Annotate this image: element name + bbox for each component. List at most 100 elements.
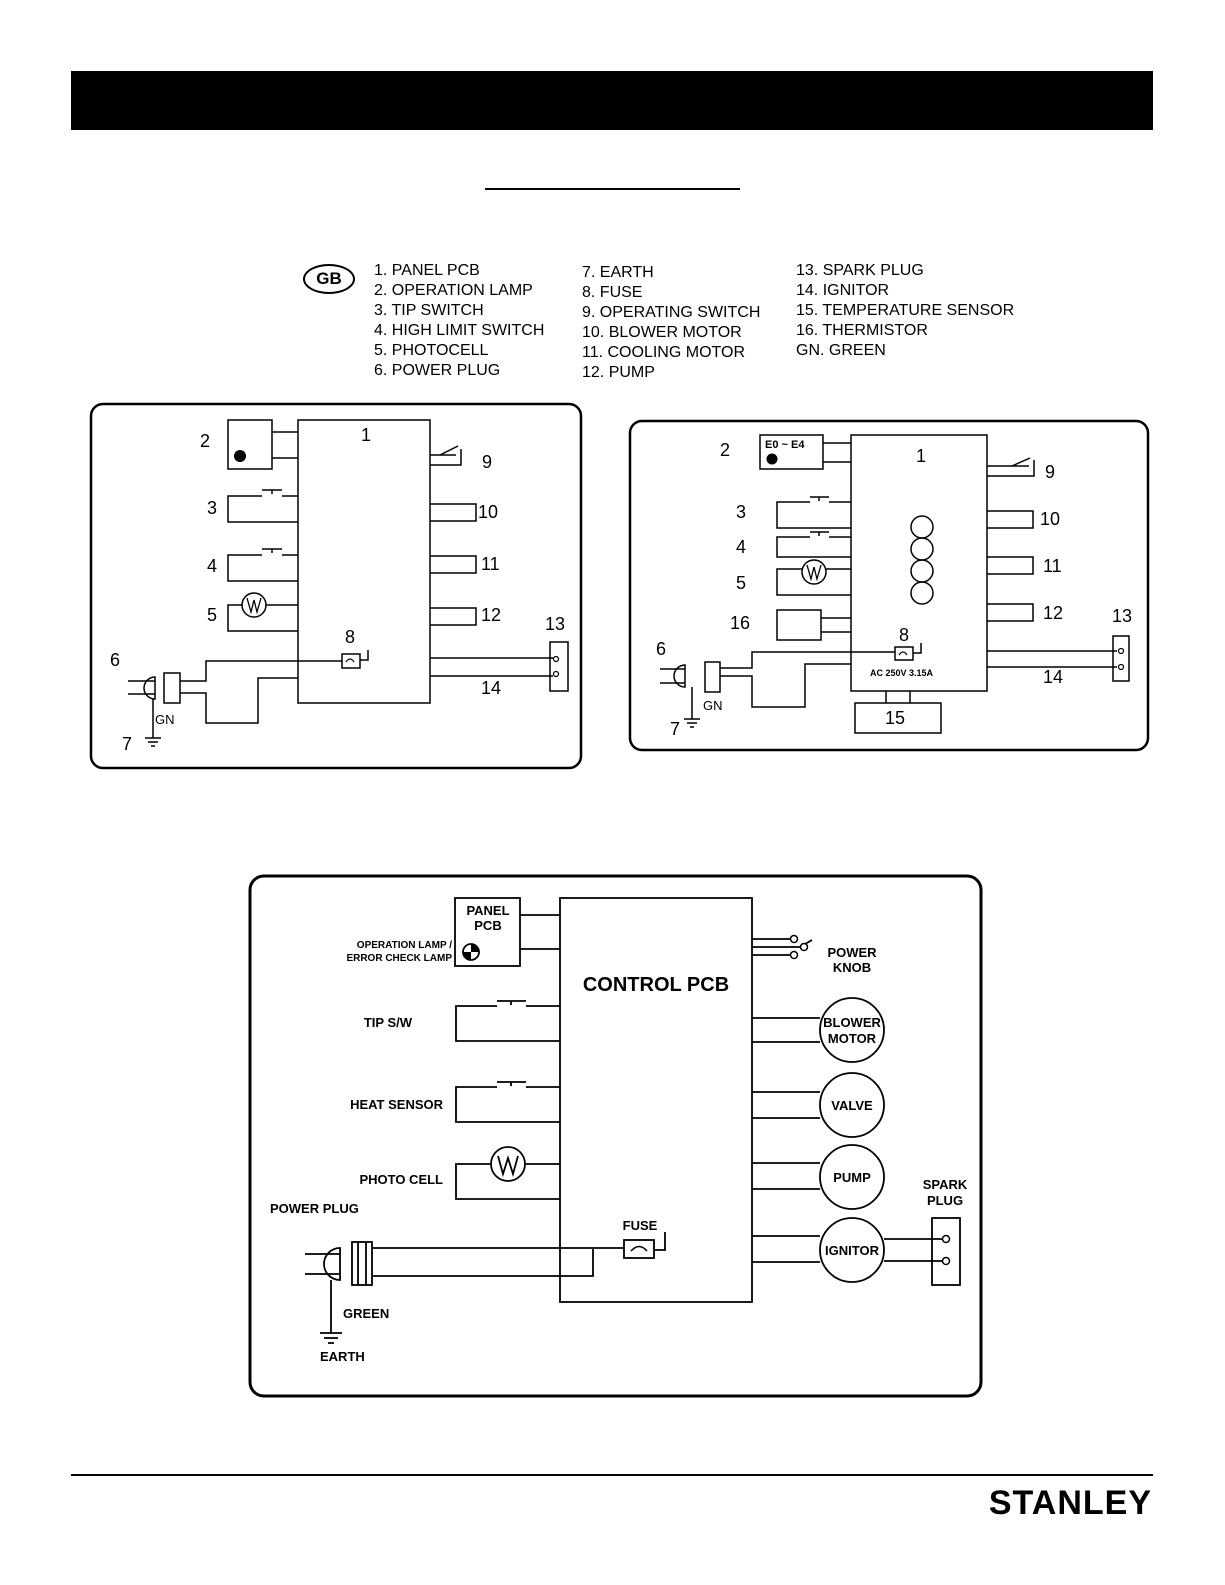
earth-label: EARTH [320,1349,365,1364]
label-gn: GN [155,712,175,727]
label-9: 9 [482,452,492,472]
error-code-label: E0 ~ E4 [765,439,805,451]
panel-pcb-label: PANEL [466,903,509,918]
photocell-symbol [801,559,827,585]
legend-item: 3. TIP SWITCH [374,302,484,319]
error-lamp-box [759,434,824,470]
plug-ferrite [704,661,721,693]
legend-item: 2. OPERATION LAMP [374,282,533,299]
legend-column-1: 1. PANEL PCB 2. OPERATION LAMP 3. TIP SW… [374,261,544,381]
photo-cell-label: PHOTO CELL [359,1172,443,1187]
panel-pcb-box [297,419,431,704]
tip-switch-label: TIP S/W [364,1015,413,1030]
brand-logo: STANLEY [988,1484,1152,1522]
label-6: 6 [656,639,666,659]
label-12: 12 [1043,603,1063,623]
label-5: 5 [736,573,746,593]
label-8: 8 [345,627,355,647]
fuse-rating: AC 250V 3.15A [870,668,934,678]
label-12: 12 [481,605,501,625]
legend-item: 8. FUSE [582,284,643,301]
title-underline [485,188,740,190]
lamp-symbol [234,450,246,462]
power-plug-label: POWER PLUG [270,1201,359,1216]
label-16: 16 [730,613,750,633]
header-bar [71,71,1153,130]
legend-column-3: 13. SPARK PLUG 14. IGNITOR 15. TEMPERATU… [796,261,1014,361]
label-8: 8 [899,625,909,645]
label-gn: GN [703,698,723,713]
ignitor-symbol [819,1217,885,1283]
legend-item: 9. OPERATING SWITCH [582,304,761,321]
legend-item: 4. HIGH LIMIT SWITCH [374,322,545,339]
panel-pcb-box [454,897,521,967]
label-6: 6 [110,650,120,670]
heat-sensor-label: HEAT SENSOR [350,1097,444,1112]
legend-item: 15. TEMPERATURE SENSOR [796,302,1015,319]
photocell-symbol [241,592,267,618]
fuse-label: FUSE [623,1218,658,1233]
legend-column-2: 7. EARTH 8. FUSE 9. OPERATING SWITCH 10.… [582,263,760,383]
lamp-symbol [766,453,778,465]
label-2: 2 [720,440,730,460]
legend-item: 11. COOLING MOTOR [582,344,745,361]
photo-cell-symbol [490,1146,526,1182]
label-3: 3 [207,498,217,518]
plug-ferrite [351,1241,373,1286]
label-10: 10 [1040,509,1060,529]
legend-item: 13. SPARK PLUG [796,262,924,279]
label-5: 5 [207,605,217,625]
diagram-frame [89,402,583,770]
legend-item: 1. PANEL PCB [374,262,480,279]
temperature-sensor-box [854,702,942,734]
control-pcb-box [559,897,753,1303]
language-badge: GB [303,264,355,294]
label-13: 13 [545,614,565,634]
green-label: GREEN [343,1306,389,1321]
label-1: 1 [916,446,926,466]
spark-plug-box [931,1217,961,1286]
label-7: 7 [122,734,132,754]
legend-item: 14. IGNITOR [796,282,890,299]
plug-ferrite [163,672,181,704]
label-13: 13 [1112,606,1132,626]
panel-pcb-label: PCB [474,918,501,933]
power-knob-label: KNOB [833,960,871,975]
spark-plug-box [549,641,569,692]
label-4: 4 [736,537,746,557]
label-7: 7 [670,719,680,739]
blower-motor-label: BLOWER [823,1015,881,1030]
footer-rule [71,1474,1153,1476]
legend-item: 5. PHOTOCELL [374,342,489,359]
label-15: 15 [885,708,905,728]
legend-item: 12. PUMP [582,364,655,381]
label-3: 3 [736,502,746,522]
label-4: 4 [207,556,217,576]
blower-motor-label: MOTOR [828,1031,877,1046]
thermistor-box [776,609,822,641]
legend-item: GN. GREEN [796,342,886,359]
legend-item: 10. BLOWER MOTOR [582,324,742,341]
control-pcb-label: CONTROL PCB [583,974,729,996]
label-14: 14 [1043,667,1063,687]
spark-plug-label: SPARK [923,1177,968,1192]
label-1: 1 [361,425,371,445]
valve-label: VALVE [831,1098,873,1113]
diagram-frame [248,874,983,1398]
label-2: 2 [200,431,210,451]
operation-lamp-label: OPERATION LAMP / [357,940,452,951]
ignitor-label: IGNITOR [825,1243,880,1258]
legend-item: 16. THERMISTOR [796,322,928,339]
panel-pcb-box [850,434,988,692]
label-9: 9 [1045,462,1055,482]
blower-motor-symbol [819,997,885,1063]
label-11: 11 [481,554,500,574]
diagram-frame [628,419,1150,752]
operation-lamp-box [227,419,273,470]
legend-item: 6. POWER PLUG [374,362,501,379]
valve-symbol [819,1072,885,1138]
label-10: 10 [478,502,498,522]
